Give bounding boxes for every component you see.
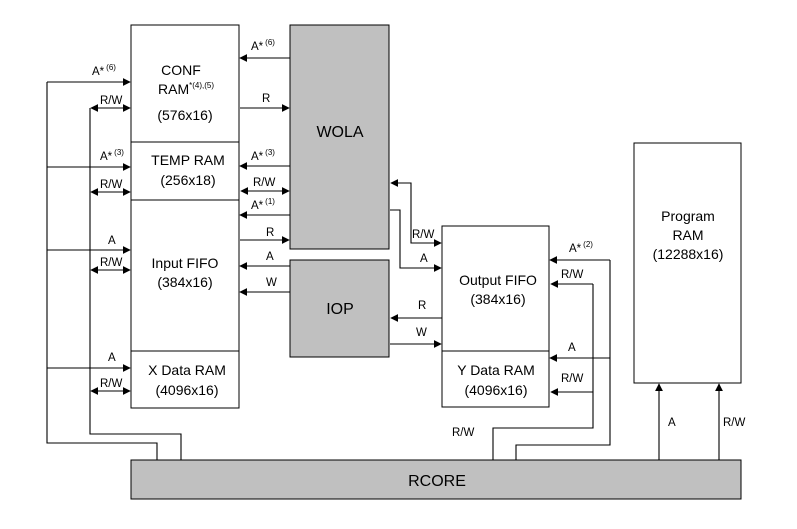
output-fifo-size: (384x16) <box>470 291 525 307</box>
label-r-conf: R <box>262 93 270 105</box>
input-fifo-label: Input FIFO <box>152 255 219 271</box>
label-a-star-6-left: A*(6) <box>92 63 116 78</box>
label-rw-xdata: R/W <box>100 378 123 390</box>
wola-block <box>289 24 390 250</box>
y-data-ram-size: (4096x16) <box>464 382 527 398</box>
rcore-label: RCORE <box>408 473 466 490</box>
label-rw-temp: R/W <box>100 179 123 191</box>
y-data-ram-label: Y Data RAM <box>457 362 535 378</box>
right-rw-bus <box>492 284 594 460</box>
label-a-star-6-wola: A*(6) <box>251 38 275 53</box>
label-a-star-3-wola: A*(3) <box>251 148 275 163</box>
program-ram-label: Program <box>661 208 715 224</box>
left-rw-bus <box>89 108 182 460</box>
iop-block <box>289 259 390 358</box>
label-r-input: R <box>266 227 274 239</box>
program-ram-label-2: RAM <box>672 227 703 243</box>
label-rw-input: R/W <box>100 257 123 269</box>
label-rw-bottom: R/W <box>452 427 475 439</box>
wola-label: WOLA <box>316 124 363 141</box>
program-ram-block <box>633 142 742 384</box>
label-r-iop-output: R <box>418 300 426 312</box>
label-a-iop: A <box>266 251 274 263</box>
x-data-ram-size: (4096x16) <box>155 382 218 398</box>
wola-a-output <box>390 209 442 272</box>
rcore-block <box>130 459 742 500</box>
right-memory-column <box>441 225 550 408</box>
program-ram-size: (12288x16) <box>653 246 724 262</box>
x-data-ram-label: X Data RAM <box>148 362 226 378</box>
label-a-input: A <box>108 235 116 247</box>
label-w-iop-output: W <box>416 327 427 339</box>
right-address-bus <box>515 260 611 460</box>
label-a-ydata: A <box>568 342 576 354</box>
label-a-star-1-wola: A*(1) <box>251 197 275 212</box>
left-address-bus <box>46 82 158 460</box>
input-fifo-size: (384x16) <box>157 274 212 290</box>
label-a-wola-output: A <box>420 253 428 265</box>
left-memory-column <box>130 24 240 409</box>
label-rw-program: R/W <box>723 417 746 429</box>
conf-ram-size: (576x16) <box>157 107 212 123</box>
label-rw-wola-output: R/W <box>412 229 435 241</box>
temp-ram-size: (256x18) <box>160 172 215 188</box>
label-a-program: A <box>668 417 676 429</box>
label-rw-ydata: R/W <box>561 373 584 385</box>
label-a-star-3-left: A*(3) <box>100 148 124 163</box>
output-fifo-label: Output FIFO <box>459 272 537 288</box>
iop-label: IOP <box>326 301 354 318</box>
temp-ram-label: TEMP RAM <box>151 152 225 168</box>
label-rw-output: R/W <box>561 269 584 281</box>
label-w-iop: W <box>266 277 277 289</box>
label-a-star-2: A*(2) <box>569 240 593 255</box>
wola-rw-output <box>390 179 442 247</box>
label-rw-temp-wola: R/W <box>253 177 276 189</box>
conf-ram-label: CONF <box>161 62 201 78</box>
label-a-xdata: A <box>108 352 116 364</box>
label-rw-conf: R/W <box>100 95 123 107</box>
conf-ram-label-2: RAM*(4),(5) <box>158 81 214 97</box>
